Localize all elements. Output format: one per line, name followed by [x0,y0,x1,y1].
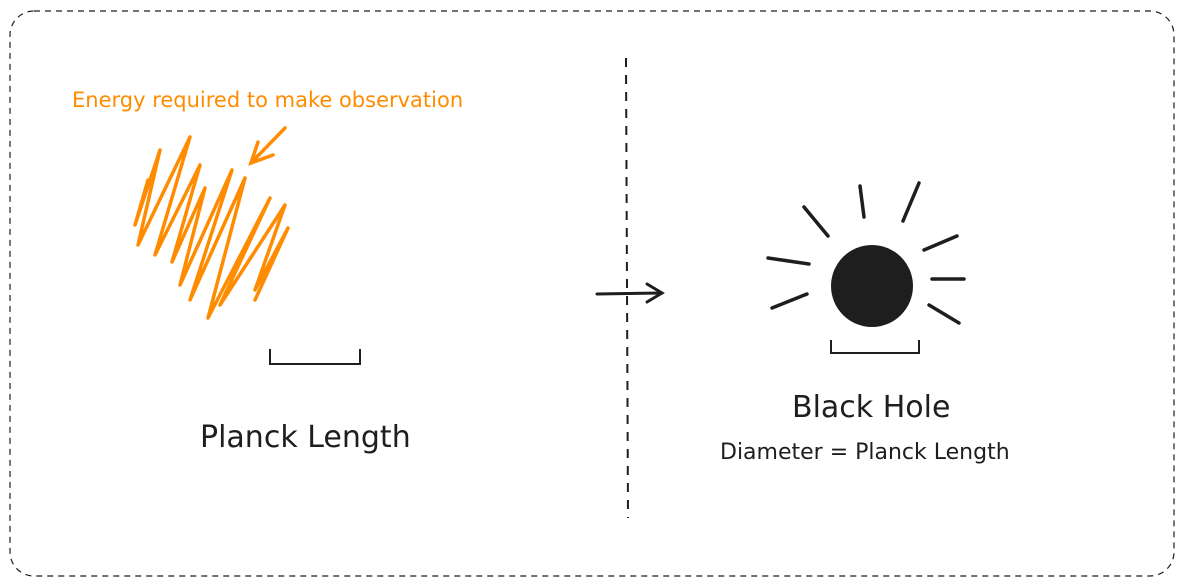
frame-border [9,10,1175,577]
black-hole-icon [831,245,913,327]
arrow-icon [248,126,287,166]
energy-annotation: Energy required to make observation [72,88,464,112]
divider-dashed-line [625,57,629,519]
energy-scribble [133,135,290,320]
diameter-label: Diameter = Planck Length [720,440,1010,465]
radiation-rays-icon [766,181,966,325]
black-hole-title: Black Hole [792,390,951,425]
black-hole-diameter-bracket [830,340,920,354]
right-arrow-icon [595,282,665,304]
planck-length-label: Planck Length [200,420,411,455]
planck-length-bracket [269,349,361,365]
